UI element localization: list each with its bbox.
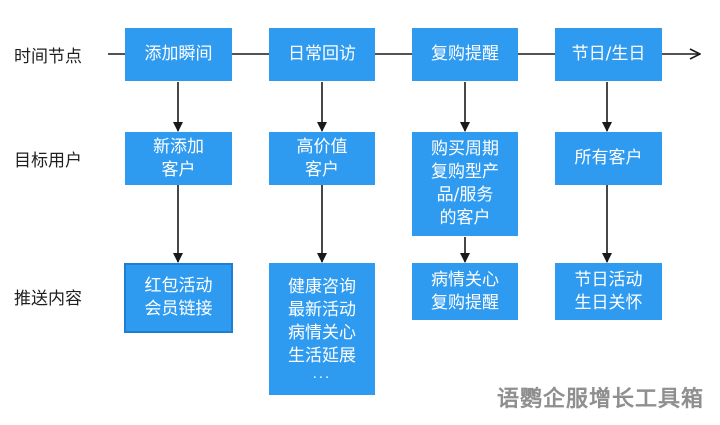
content-line: 红包活动 [144, 276, 213, 296]
users-box-1: 新添加 客户 [125, 132, 232, 185]
content-box-2: 健康咨询 最新活动 病情关心 生活延展 ... [269, 263, 375, 395]
users-line: 客户 [161, 159, 196, 180]
users-line: 所有客户 [574, 148, 643, 168]
node-label-3: 复购提醒 [431, 44, 499, 64]
content-box-4: 节日活动 生日关怀 [555, 263, 662, 320]
row-label-push-content: 推送内容 [14, 289, 82, 309]
node-box-1: 添加瞬间 [125, 28, 232, 81]
node-label-1: 添加瞬间 [144, 44, 213, 64]
node-box-3: 复购提醒 [412, 28, 518, 81]
node-label-2: 日常回访 [288, 44, 356, 64]
users-line: 高价值 [296, 136, 348, 157]
users-box-2: 高价值 客户 [269, 132, 375, 185]
content-line: 健康咨询 [288, 277, 356, 297]
content-line: 生日关怀 [574, 292, 643, 313]
users-line: 新添加 [153, 136, 204, 157]
users-line: 品/服务 [436, 185, 494, 205]
watermark-text: 语鹦企服增长工具箱 [496, 387, 704, 412]
content-box-3: 病情关心 复购提醒 [412, 263, 518, 320]
content-line: 病情关心 [431, 269, 499, 290]
users-line: 购买周期 [431, 139, 499, 159]
content-box-1: 红包活动 会员链接 [124, 263, 233, 333]
users-box-4: 所有客户 [555, 132, 662, 185]
content-line: 会员链接 [144, 299, 213, 319]
node-label-4: 节日/生日 [571, 44, 646, 64]
content-line: 最新活动 [288, 300, 356, 320]
content-line: 复购提醒 [431, 292, 499, 313]
users-line: 的客户 [439, 208, 491, 228]
node-box-2: 日常回访 [269, 28, 375, 81]
content-line: 节日活动 [574, 269, 643, 290]
users-line: 复购型产 [431, 162, 499, 182]
content-ellipsis: ... [312, 367, 332, 382]
row-label-time-node: 时间节点 [14, 47, 82, 67]
users-box-3: 购买周期 复购型产 品/服务 的客户 [412, 132, 518, 236]
content-line: 生活延展 [288, 346, 356, 366]
users-line: 客户 [305, 159, 339, 180]
row-label-target-users: 目标用户 [14, 151, 82, 171]
content-line: 病情关心 [288, 323, 356, 343]
node-box-4: 节日/生日 [555, 28, 662, 81]
